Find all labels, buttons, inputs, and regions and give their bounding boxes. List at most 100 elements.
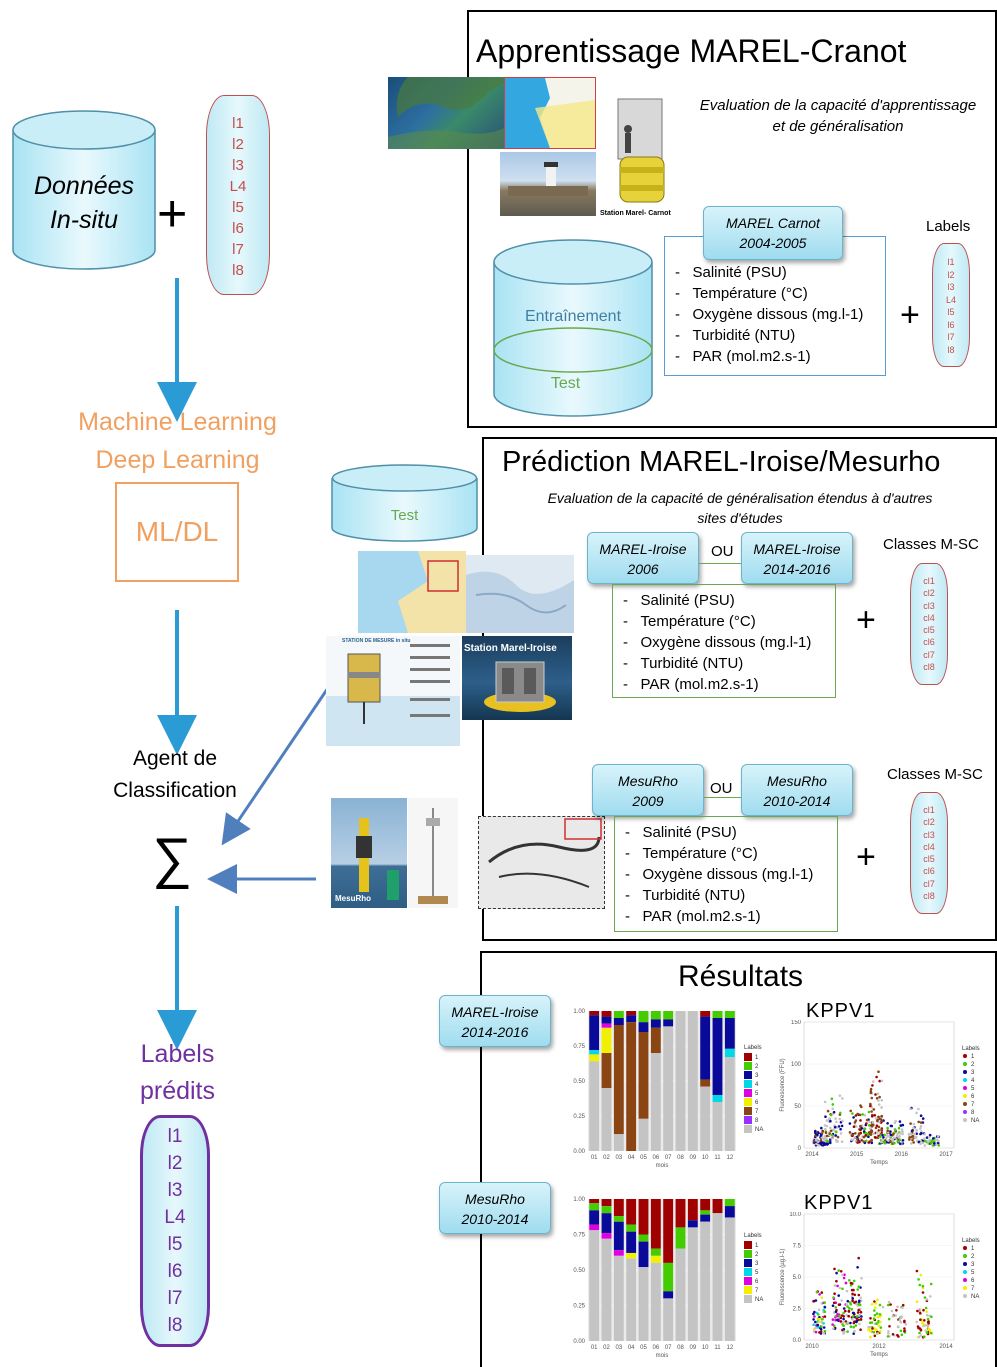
data-point-1 (871, 1327, 874, 1330)
data-point-7 (872, 1108, 876, 1111)
iroise-map-image (358, 551, 466, 633)
variable-item: PAR (mol.m2.s-1) (625, 906, 837, 927)
data-point-NA (841, 1273, 844, 1277)
y-tick-label: 10.0 (789, 1212, 801, 1218)
data-point-2 (873, 1313, 877, 1317)
variable-item: Oxygène dissous (mg.l-1) (675, 304, 885, 325)
data-point-1 (854, 1114, 858, 1117)
predicted-labels-title-2: prédits (139, 1077, 216, 1105)
data-point-3 (936, 1141, 940, 1145)
bar-segment-7 (626, 1252, 637, 1259)
data-point-7 (870, 1125, 874, 1128)
data-point-7 (851, 1133, 855, 1137)
data-point-1 (842, 1315, 845, 1318)
data-point-2 (896, 1140, 900, 1143)
y-tick-label: 0.25 (573, 1304, 585, 1310)
x-tick-label: 09 (689, 1345, 696, 1351)
data-point-3 (899, 1124, 903, 1127)
legend-swatch (744, 1053, 752, 1061)
bar-segment-NA (601, 1088, 612, 1151)
bar-segment-2 (613, 1216, 624, 1222)
data-point-1 (835, 1279, 838, 1283)
data-point-7 (859, 1124, 862, 1128)
data-point-NA (845, 1289, 849, 1293)
y-tick-label: 5.0 (793, 1275, 802, 1281)
iroise-2014-years: 2014-2016 (763, 561, 831, 577)
data-point-NA (898, 1132, 902, 1135)
data-point-7 (921, 1321, 924, 1324)
data-point-3 (819, 1141, 822, 1145)
data-point-1 (852, 1321, 856, 1325)
x-tick-label: 04 (628, 1155, 635, 1161)
data-point-3 (862, 1130, 866, 1133)
data-point-NA (871, 1120, 875, 1124)
y-tick-label: 0.0 (793, 1338, 802, 1344)
data-point-2 (841, 1287, 844, 1291)
data-point-7 (858, 1113, 862, 1117)
data-point-7 (862, 1135, 866, 1139)
data-point-2 (882, 1140, 886, 1144)
predicted-label-item: l8 (167, 1315, 183, 1336)
variable-item: Température (°C) (675, 283, 885, 304)
data-point-7 (922, 1322, 925, 1326)
data-point-1 (853, 1293, 857, 1297)
legend-swatch (963, 1102, 967, 1106)
legend-swatch (744, 1250, 752, 1258)
data-point-1 (812, 1300, 815, 1303)
bar-segment-NA (613, 1134, 624, 1151)
data-point-NA (915, 1129, 918, 1132)
data-point-3 (831, 1304, 835, 1307)
carnot-dataset-years: 2004-2005 (739, 235, 807, 251)
data-point-7 (919, 1121, 923, 1124)
plus-sign: + (856, 601, 876, 639)
bar-segment-NA (700, 1086, 711, 1151)
data-point-2 (917, 1278, 920, 1281)
data-point-2 (873, 1309, 876, 1312)
data-point-7 (812, 1139, 816, 1143)
data-point-2 (899, 1329, 903, 1333)
x-tick-label: 05 (640, 1345, 647, 1351)
data-point-NA (860, 1277, 863, 1280)
data-point-3 (933, 1142, 936, 1145)
variable-item: Salinité (PSU) (623, 590, 835, 611)
legend-title: Labels (962, 1238, 980, 1244)
data-point-3 (846, 1299, 850, 1303)
y-tick-label: 0.50 (573, 1268, 585, 1274)
legend-swatch (744, 1107, 752, 1115)
y-tick-label: 1.00 (573, 1009, 585, 1015)
data-point-7 (878, 1095, 881, 1099)
data-point-2 (848, 1279, 851, 1282)
bar-segment-2 (638, 1234, 649, 1242)
bar-segment-3 (589, 1015, 600, 1051)
data-point-NA (876, 1092, 880, 1095)
class-item: cl7 (923, 649, 935, 660)
data-point-NA (887, 1135, 891, 1138)
data-point-3 (835, 1271, 838, 1275)
data-point-NA (833, 1284, 837, 1287)
data-point-2 (872, 1317, 876, 1320)
bar-segment-NA (687, 1011, 698, 1151)
data-point-3 (842, 1307, 846, 1310)
bar-segment-1 (626, 1199, 637, 1225)
data-point-7 (869, 1335, 872, 1339)
data-point-NA (867, 1120, 870, 1124)
bar-segment-3 (700, 1214, 711, 1222)
y-tick-label: 0.75 (573, 1233, 585, 1239)
data-point-NA (900, 1316, 903, 1319)
bar-segment-1 (589, 1011, 600, 1016)
data-point-7 (829, 1129, 833, 1133)
x-tick-label: 08 (677, 1345, 684, 1351)
bar-segment-2 (712, 1011, 723, 1018)
legend-swatch (744, 1277, 752, 1285)
station-schema-image (326, 636, 460, 746)
data-point-2 (829, 1113, 833, 1117)
bar-segment-3 (663, 1291, 674, 1299)
data-point-2 (878, 1313, 882, 1316)
input-labels-pill: l1 l2 l3 L4 l5 l6 l7 l8 (206, 95, 270, 295)
data-point-2 (868, 1124, 871, 1127)
data-point-NA (909, 1132, 913, 1136)
data-point-2 (923, 1335, 926, 1338)
bar-segment-2 (638, 1011, 649, 1023)
data-point-3 (901, 1123, 905, 1127)
data-point-NA (850, 1138, 853, 1142)
